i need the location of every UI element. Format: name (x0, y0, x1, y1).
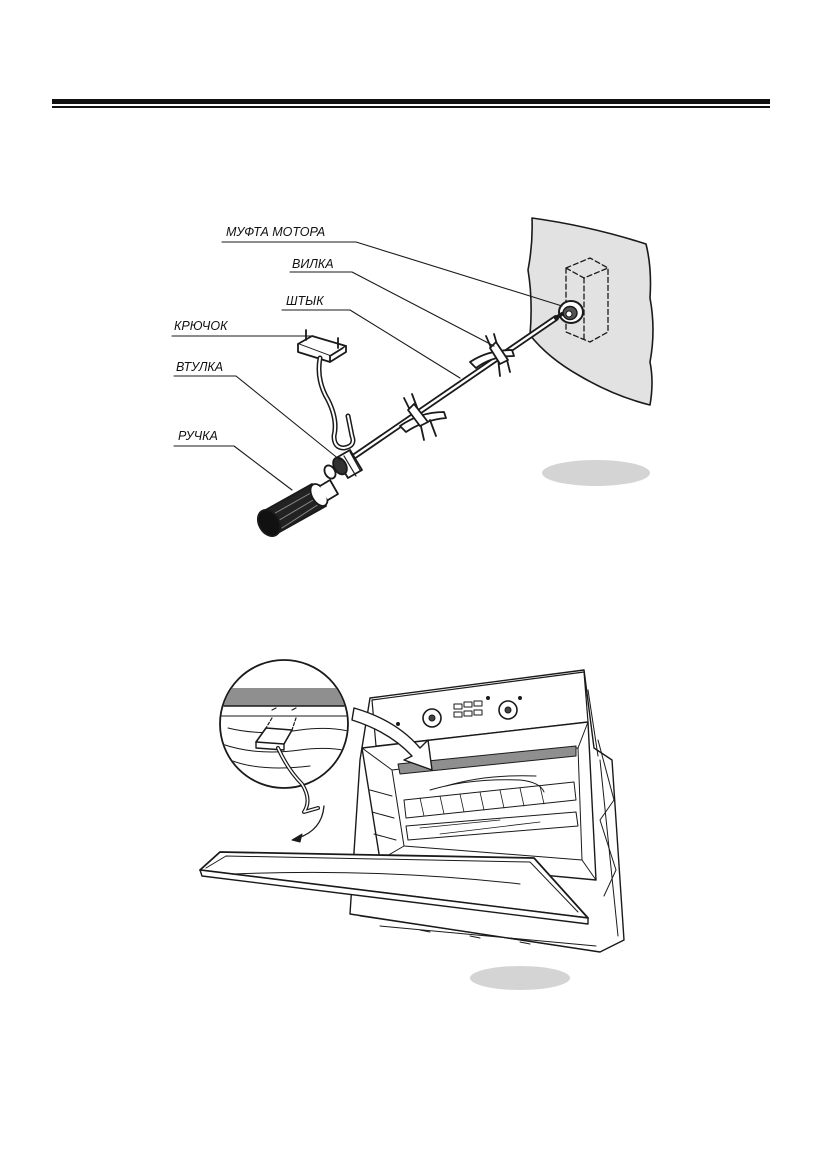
oven-wall (528, 218, 653, 405)
magnifier-detail (218, 660, 352, 842)
figure-badge-2 (470, 966, 570, 990)
oven-figure (200, 660, 624, 990)
leader-handle (174, 446, 292, 490)
label-motor-coupling: МУФТА МОТОРА (226, 225, 325, 239)
label-hook: КРЮЧОК (174, 319, 228, 333)
label-fork: ВИЛКА (292, 257, 334, 271)
figure-badge-1 (542, 460, 650, 486)
spit-assembly-figure (172, 218, 653, 540)
label-bushing: ВТУЛКА (176, 360, 223, 374)
leader-lines (172, 242, 562, 490)
leader-fork (290, 272, 494, 346)
spit-rod (346, 314, 562, 462)
leader-bushing (174, 376, 340, 460)
spit-handle (253, 480, 338, 540)
label-spit: ШТЫК (286, 294, 324, 308)
motor-coupling (559, 301, 583, 323)
label-handle: РУЧКА (178, 429, 218, 443)
hook (298, 330, 353, 448)
leader-motor-coupling (222, 242, 562, 306)
